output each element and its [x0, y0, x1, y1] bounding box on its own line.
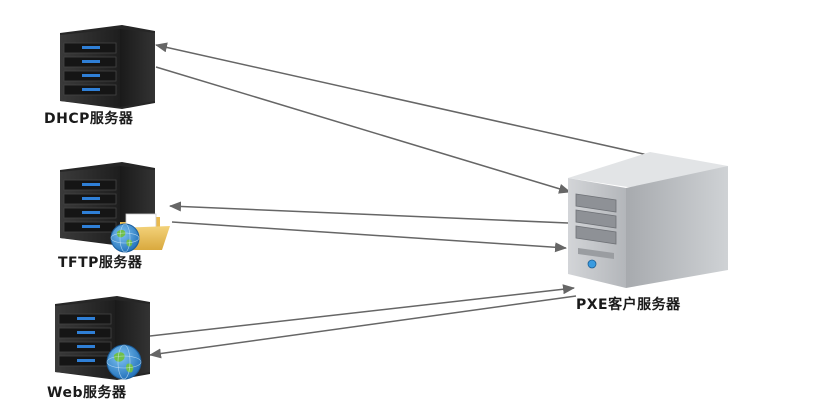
edge-pxe-to-dhcp	[155, 42, 649, 156]
dhcp-server-icon	[60, 25, 155, 109]
edge-tftp-to-pxe	[171, 221, 567, 253]
edge-web-to-pxe	[149, 284, 575, 337]
edge-pxe-to-tftp	[169, 201, 569, 224]
pxe-server-icon	[568, 152, 728, 288]
globe-icon	[110, 223, 140, 253]
edges	[149, 42, 649, 359]
tftp-server-label: TFTP服务器	[58, 255, 143, 271]
globe-icon	[106, 344, 142, 380]
edge-pxe-to-web	[149, 295, 577, 359]
edge-dhcp-to-pxe	[155, 66, 571, 194]
dhcp-server-label: DHCP服务器	[44, 111, 134, 127]
web-server-label: Web服务器	[47, 385, 127, 401]
pxe-server-label: PXE客户服务器	[576, 297, 681, 313]
